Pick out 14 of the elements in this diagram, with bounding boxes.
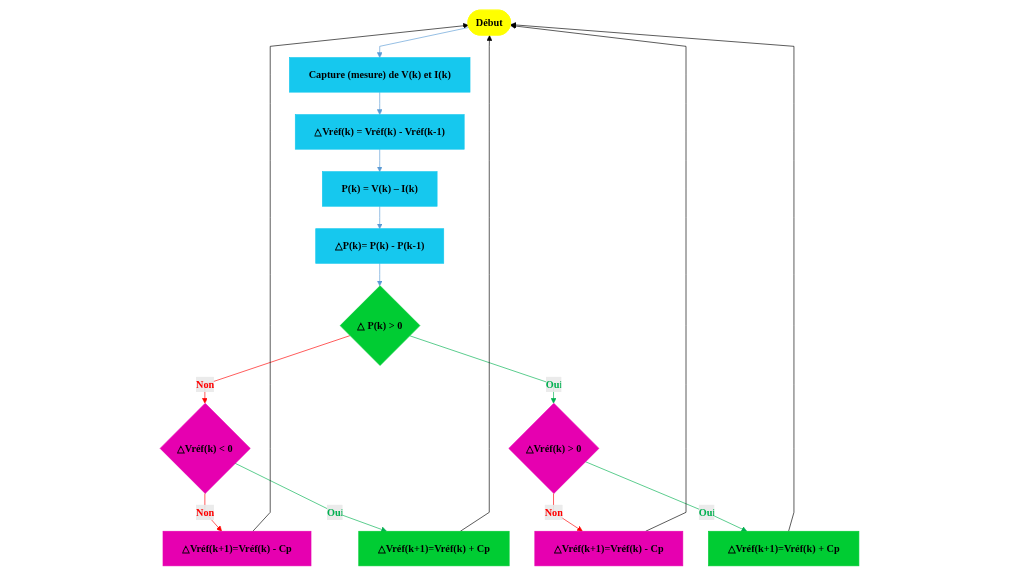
node-box: △Vréf(k+1)=Vréf(k) + Cp	[708, 530, 860, 567]
node-diamond: △Vréf(k) < 0	[159, 403, 251, 494]
node-box: △Vréf(k) = Vréf(k) - Vréf(k-1)	[294, 114, 465, 150]
edge-label: Non	[196, 506, 215, 518]
node-diamond: △Vréf(k) > 0	[508, 403, 600, 494]
node-diamond: △ P(k) > 0	[339, 285, 421, 366]
node-box: △P(k)= P(k) - P(k-1)	[315, 228, 445, 264]
node-box: P(k) = V(k) – I(k)	[322, 171, 438, 207]
edge-label: Non	[196, 378, 215, 390]
node-box: Capture (mesure) de V(k) et I(k)	[289, 57, 471, 93]
node-box: △Vréf(k+1)=Vréf(k) + Cp	[358, 530, 510, 567]
node-box: △Vréf(k+1)=Vréf(k) - Cp	[162, 530, 312, 567]
node-box: △Vréf(k+1)=Vréf(k) - Cp	[534, 530, 684, 567]
edge-label: Non	[544, 506, 563, 518]
